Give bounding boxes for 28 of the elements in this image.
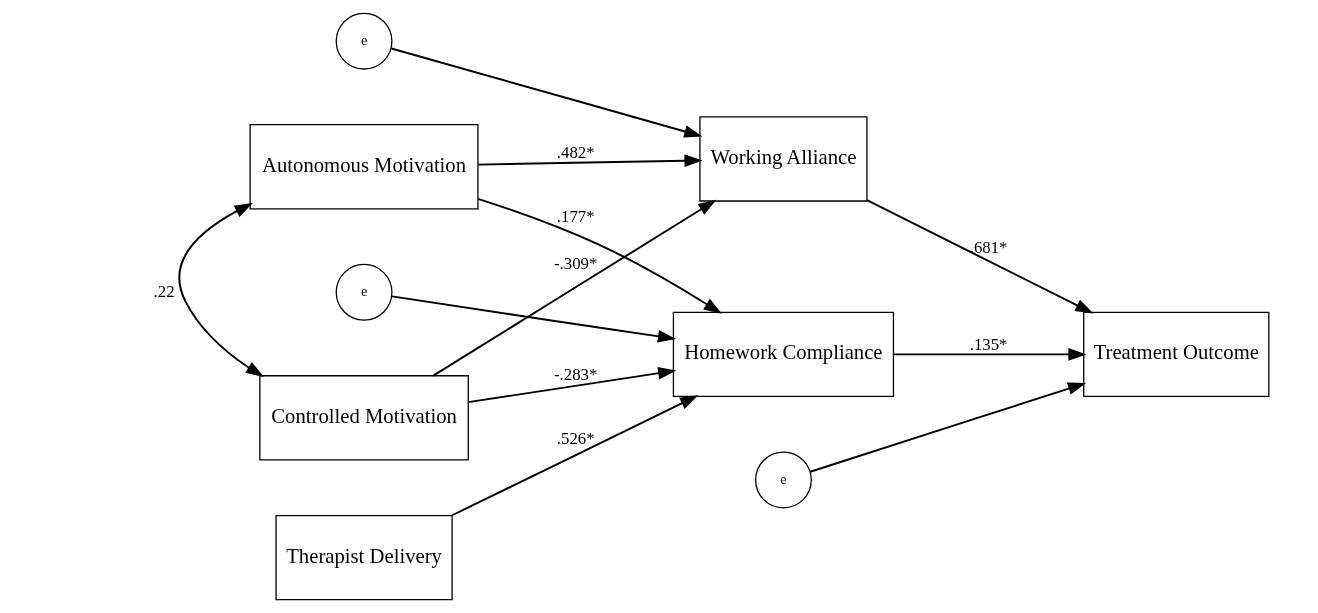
edge-label: .681*: [969, 237, 1008, 257]
node-box: Therapist Delivery: [274, 514, 453, 601]
edge-label: .177*: [556, 206, 595, 226]
edge-label: -.283*: [553, 364, 597, 384]
node-box: Controlled Motivation: [258, 375, 469, 461]
arrow: [390, 295, 676, 343]
arrow: [476, 154, 703, 168]
arrow: [431, 199, 716, 377]
node-box: Homework Compliance: [672, 311, 894, 398]
arrow: [808, 382, 1086, 473]
edge-label: -.309*: [553, 254, 597, 274]
node-box: Treatment Outcome: [1082, 311, 1269, 398]
node-circle: e: [754, 451, 812, 509]
node-circle: e: [335, 263, 393, 321]
edge-label: .482*: [556, 143, 595, 163]
edge-label: .135*: [969, 334, 1008, 354]
arrow: [178, 203, 264, 378]
arrow: [892, 348, 1087, 361]
arrow: [389, 47, 702, 138]
edge-label: .22: [153, 281, 175, 301]
node-circle: e: [335, 12, 393, 70]
node-box: Autonomous Motivation: [249, 124, 479, 210]
edge-label: .526*: [556, 429, 595, 449]
arrow: [466, 366, 676, 404]
arrow: [476, 197, 722, 314]
node-box: Working Alliance: [698, 116, 868, 202]
arrow: [450, 395, 698, 517]
arrow: [865, 199, 1093, 314]
